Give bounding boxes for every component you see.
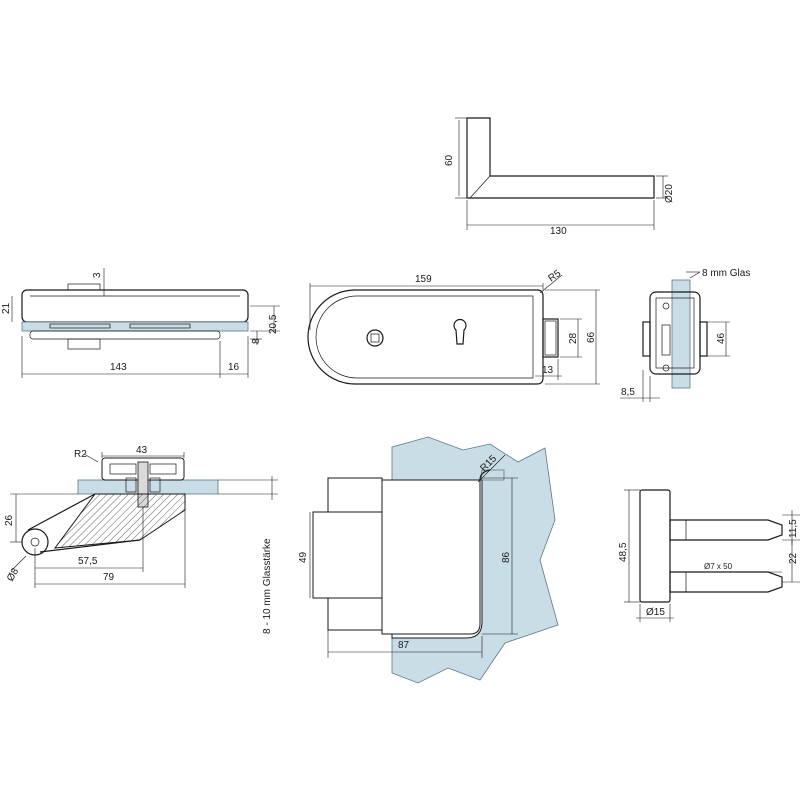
side-dim-143-label: 143	[110, 362, 127, 373]
front-width-label: 159	[415, 274, 432, 285]
pin-dim-11-5-label: 11,5	[788, 519, 799, 538]
front-dim-13-label: 13	[542, 365, 554, 376]
side-body-outline	[21, 289, 249, 323]
hinge-dim-26-label: 26	[4, 514, 15, 526]
handle-view: 60 130 Ø20	[444, 117, 675, 237]
side-dim-16-label: 16	[228, 362, 240, 373]
pin-dim-48-5-label: 48,5	[618, 542, 629, 562]
pin-view: 48,5 11,5 22 Ø7 x 50 Ø15	[618, 489, 800, 622]
front-view: 159 R5 28 66 13	[307, 268, 600, 385]
handle-outline	[466, 117, 655, 199]
side-dim-8-label: 8	[251, 338, 262, 344]
pin-lower-bolt	[669, 571, 783, 593]
pin-dim-22-label: 22	[788, 552, 799, 564]
end-dim-8-5-label: 8,5	[621, 387, 635, 398]
hinge-hatched-body	[53, 493, 186, 549]
hinge-diameter-label: Ø8	[5, 566, 21, 583]
hinge-dim-43-label: 43	[136, 445, 148, 456]
handle-height-label: 60	[444, 154, 455, 166]
cutout-view: R15 49 86 87	[298, 436, 559, 684]
end-view: 8 mm Glas 46 8,5	[620, 268, 750, 402]
cutout-dim-49-label: 49	[298, 551, 309, 563]
end-dim-46-label: 46	[716, 332, 727, 344]
end-glass-label: 8 mm Glas	[702, 268, 750, 279]
side-view: 3 21 20,5 8 143 16	[1, 268, 280, 378]
front-dim-28-label: 28	[568, 332, 579, 344]
hinge-dim-79-label: 79	[103, 572, 115, 583]
hinge-glass-thickness-label: 8 - 10 mm Glasstärke	[262, 538, 273, 634]
side-dim-3-label: 3	[92, 272, 103, 278]
side-dim-21-label: 21	[1, 302, 12, 314]
front-radius-label: R5	[546, 268, 563, 285]
front-keyhole	[453, 319, 467, 345]
handle-diameter-label: Ø20	[664, 184, 675, 203]
front-body-outline	[307, 289, 544, 385]
pin-upper-bolt	[669, 519, 783, 541]
cutout-dim-87-label: 87	[398, 640, 410, 651]
side-dim-20-5-label: 20,5	[268, 314, 279, 334]
front-dim-66-label: 66	[586, 331, 597, 343]
cutout-dim-86-label: 86	[501, 551, 512, 563]
pin-bolt-label: Ø7 x 50	[704, 562, 733, 571]
pin-diameter-label: Ø15	[646, 607, 665, 618]
front-spindle-hole	[366, 329, 384, 347]
hinge-section: R2 43 26 Ø8 57,5 79 8 - 10 mm Glasstärke	[4, 445, 278, 634]
hinge-radius-label: R2	[74, 449, 87, 460]
pin-body	[639, 489, 671, 603]
handle-length-label: 130	[550, 226, 567, 237]
hinge-dim-57-5-label: 57,5	[78, 556, 98, 567]
